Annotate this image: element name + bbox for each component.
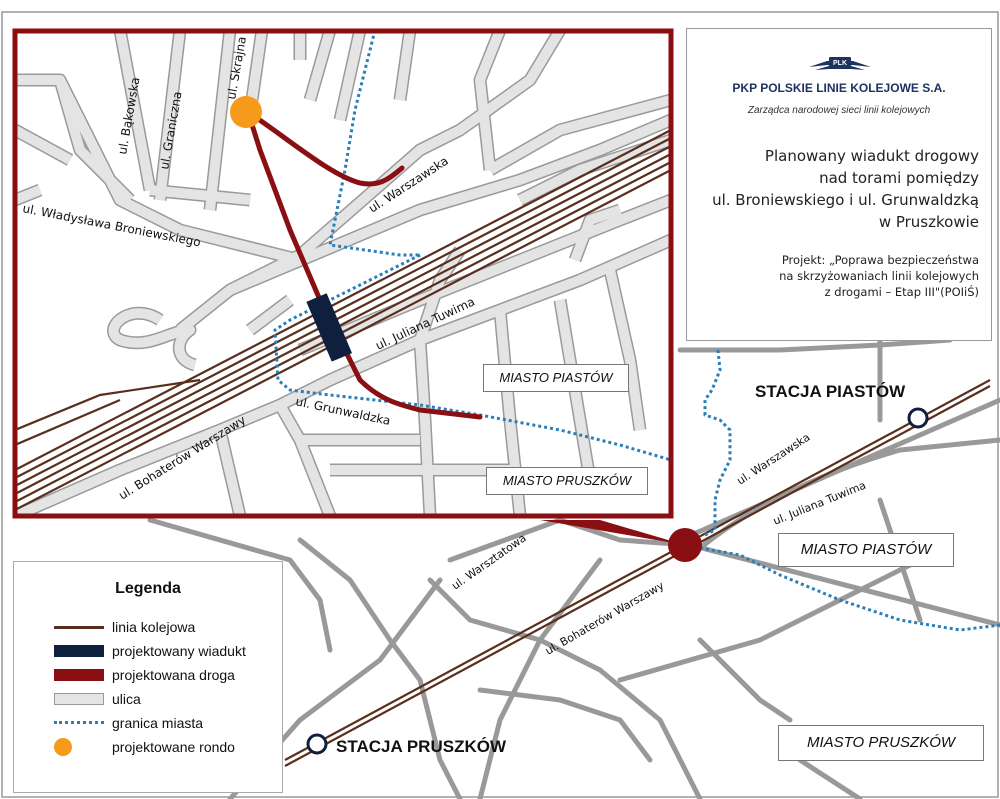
- location-marker[interactable]: [668, 528, 702, 562]
- street-icon: [54, 689, 104, 709]
- overview-city-pruszkow: MIASTO PRUSZKÓW: [778, 725, 984, 761]
- legend-label: projektowana droga: [112, 667, 235, 683]
- legend: Legenda linia kolejowa projektowany wiad…: [13, 561, 283, 793]
- legend-item-rail: linia kolejowa: [54, 617, 195, 637]
- legend-item-viaduct: projektowany wiadukt: [54, 641, 246, 661]
- inset-railway: [15, 129, 671, 511]
- inset-city-piastow: MIASTO PIASTÓW: [483, 364, 629, 392]
- legend-label: linia kolejowa: [112, 619, 196, 635]
- inset-roundabout[interactable]: [230, 96, 262, 128]
- legend-item-roundabout: projektowane rondo: [54, 737, 235, 757]
- station-piastow-label: STACJA PIASTÓW: [755, 382, 906, 401]
- inset-frame: [12, 28, 674, 519]
- viaduct-icon: [54, 641, 104, 661]
- legend-label: ulica: [112, 691, 141, 707]
- legend-label: projektowane rondo: [112, 739, 235, 755]
- city-border-icon: [54, 713, 104, 733]
- station-pruszkow-label: STACJA PRUSZKÓW: [336, 737, 506, 756]
- legend-item-planned-road: projektowana droga: [54, 665, 235, 685]
- inset-streets: [15, 31, 671, 516]
- project-line-3: z drogami – Etap III"(POIiŚ): [824, 285, 979, 299]
- overview-city-piastow: MIASTO PIASTÓW: [778, 533, 954, 567]
- inset-viaduct[interactable]: [306, 293, 353, 362]
- company-subtitle: Zarządca narodowej sieci linii kolejowyc…: [747, 105, 931, 116]
- info-panel: PLK PKP POLSKIE LINIE KOLEJOWE S.A. Zarz…: [686, 28, 992, 341]
- project-line-2: na skrzyżowaniach linii kolejowych: [779, 269, 979, 283]
- legend-item-city-border: granica miasta: [54, 713, 203, 733]
- station-pruszkow-marker[interactable]: [306, 733, 328, 755]
- pkp-logo-text: PLK: [833, 60, 847, 67]
- inset-planned-road: [245, 109, 483, 420]
- legend-item-street: ulica: [54, 689, 141, 709]
- inset-city-pruszkow: MIASTO PRUSZKÓW: [486, 467, 648, 495]
- overview-railway: [284, 379, 991, 767]
- station-piastow-marker[interactable]: [907, 407, 929, 429]
- company-name: PKP POLSKIE LINIE KOLEJOWE S.A.: [732, 81, 946, 95]
- map-frame: [1, 11, 999, 798]
- legend-label: projektowany wiadukt: [112, 643, 246, 659]
- project-line-1: Projekt: „Poprawa bezpieczeństwa: [781, 253, 979, 267]
- title-line-3: ul. Broniewskiego i ul. Grunwaldzką: [712, 191, 979, 209]
- title-line-4: w Pruszkowie: [878, 213, 979, 231]
- pkp-plk-logo-icon: PLK: [809, 57, 871, 70]
- rail-line-icon: [54, 617, 104, 637]
- legend-title: Legenda: [115, 580, 181, 597]
- roundabout-icon: [54, 737, 104, 757]
- title-line-1: Planowany wiadukt drogowy: [764, 147, 979, 165]
- legend-label: granica miasta: [112, 715, 204, 731]
- overview-city-border: [699, 349, 1000, 632]
- inset-pointer: [540, 520, 685, 545]
- title-line-2: nad torami pomiędzy: [819, 169, 979, 187]
- planned-road-icon: [54, 665, 104, 685]
- inset-city-border: [273, 31, 671, 462]
